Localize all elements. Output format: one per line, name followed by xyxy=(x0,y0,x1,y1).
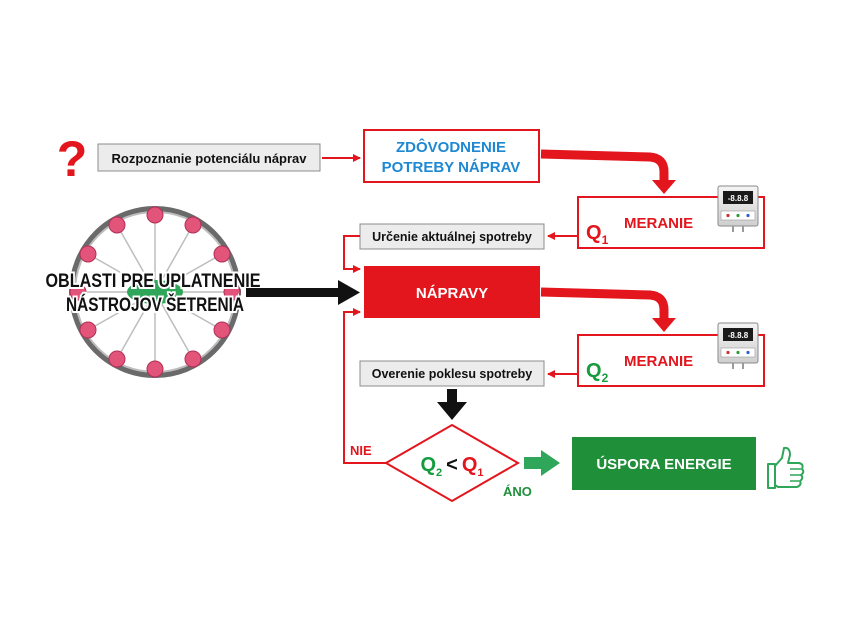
loop-urcenie-napravy xyxy=(343,235,361,273)
uspora-box xyxy=(572,437,756,490)
green-arrow-shaft xyxy=(524,457,543,469)
napravy-box xyxy=(364,266,540,318)
decision-formula: Q2<Q1 xyxy=(420,454,483,479)
black-down-arrow-shaft xyxy=(447,389,457,403)
ano-label: ÁNO xyxy=(503,484,532,499)
svg-text:-8.8.8: -8.8.8 xyxy=(728,331,749,340)
nie-label: NIE xyxy=(350,443,372,458)
decision-diamond xyxy=(383,423,521,503)
napravy-label: NÁPRAVY xyxy=(416,285,488,302)
black-arrow-shaft xyxy=(246,288,342,297)
uspora-label: ÚSPORA ENERGIE xyxy=(596,455,731,473)
thick-arrow-head-2 xyxy=(652,318,676,332)
oblasti-label-line2: NÁSTROJOV ŠETRENIA xyxy=(66,294,244,316)
urcenie-label: Určenie aktuálnej spotreby xyxy=(372,230,532,244)
green-arrow-head xyxy=(541,450,560,476)
thick-arrow-head-1 xyxy=(652,180,676,194)
meter-icon: -8.8.8 xyxy=(717,322,759,369)
q1-symbol: Q1 xyxy=(586,222,609,247)
urcenie-box xyxy=(359,223,545,250)
zdovodnenie-label-line1: ZDÔVODNENIE xyxy=(396,138,506,156)
q2-symbol: Q2 xyxy=(586,360,609,385)
overenie-label: Overenie poklesu spotreby xyxy=(372,367,533,381)
zdovodnenie-label-line2: POTREBY NÁPRAV xyxy=(382,159,521,176)
svg-text:-8.8.8: -8.8.8 xyxy=(728,194,749,203)
oblasti-label-line1: OBLASTI PRE UPLATNENIE xyxy=(46,271,261,292)
meranie-1-label: MERANIE xyxy=(624,215,693,232)
overenie-box xyxy=(359,360,545,387)
thick-arrow-to-meranie-2 xyxy=(540,287,669,318)
rozpoznanie-label: Rozpoznanie potenciálu náprav xyxy=(111,151,307,166)
meter-icon: -8.8.8 xyxy=(717,185,759,232)
black-arrow-head xyxy=(338,280,360,305)
loop-nie-napravy xyxy=(343,308,386,464)
thumbs-up-icon xyxy=(767,446,805,489)
rozpoznanie-box xyxy=(97,143,321,172)
question-mark-icon: ? xyxy=(57,131,88,187)
thick-arrow-to-meranie-1 xyxy=(540,149,669,180)
zdovodnenie-box xyxy=(363,129,540,183)
wheel-graphic xyxy=(69,206,241,378)
black-down-arrow-head xyxy=(437,402,467,420)
meranie-2-label: MERANIE xyxy=(624,353,693,370)
